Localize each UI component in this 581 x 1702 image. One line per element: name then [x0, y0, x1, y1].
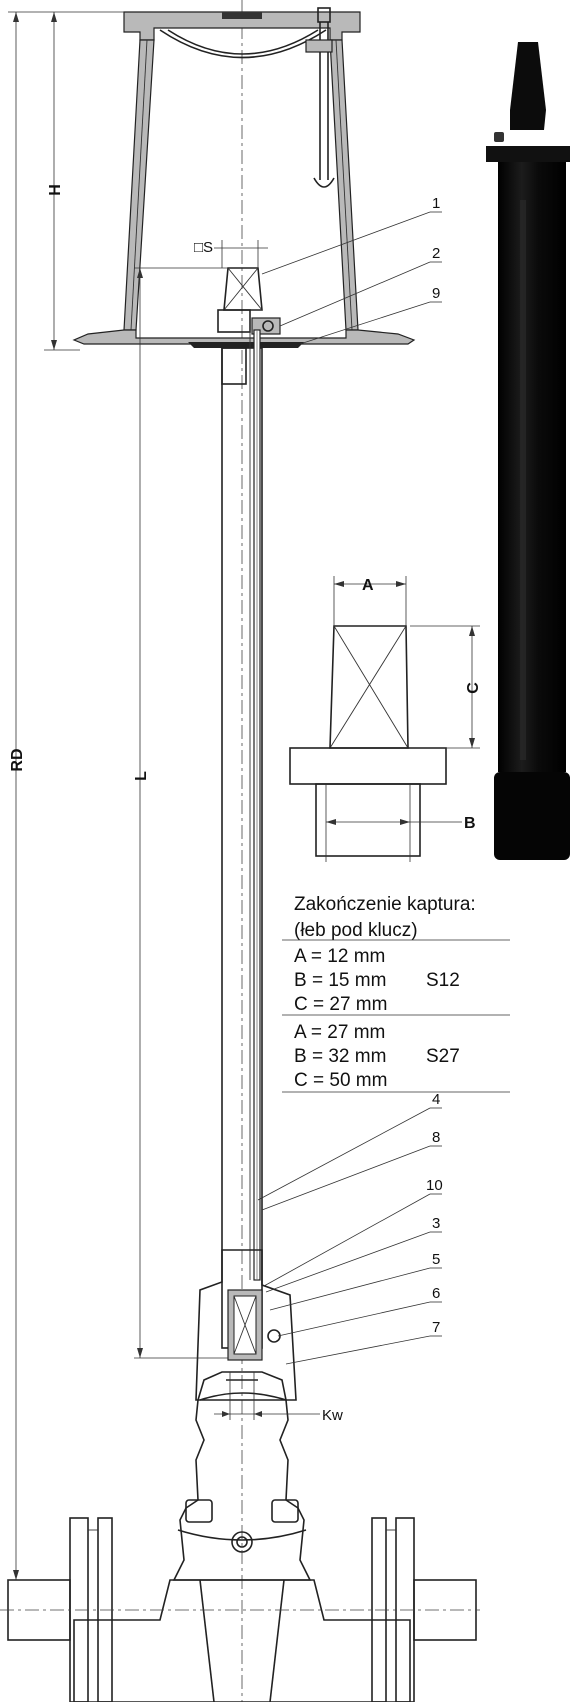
part-number-4: 4 — [432, 1091, 440, 1108]
spec-a-2: A = 27 mm — [294, 1022, 385, 1043]
dim-label-a: A — [362, 577, 374, 594]
part-number-7: 7 — [432, 1319, 440, 1336]
valve-coupling — [0, 1249, 480, 1702]
part-number-5: 5 — [432, 1251, 440, 1268]
spec-table: Zakończenie kaptura: (łeb pod klucz) A =… — [282, 894, 510, 1093]
dim-label-h: H — [47, 184, 64, 196]
dim-label-b: B — [464, 815, 476, 832]
product-photo — [486, 42, 570, 860]
dim-label-kw: Kw — [322, 1407, 343, 1424]
part-number-1: 1 — [432, 195, 440, 212]
extension-spindle — [188, 267, 304, 1349]
part-number-10: 10 — [426, 1177, 443, 1194]
spec-c-1: C = 27 mm — [294, 994, 387, 1015]
spec-title: Zakończenie kaptura: — [294, 894, 476, 915]
leader-lines — [257, 211, 442, 1365]
part-number-8: 8 — [432, 1129, 440, 1146]
dim-label-s: □S — [194, 239, 213, 256]
dim-label-l: L — [133, 771, 150, 781]
part-number-6: 6 — [432, 1285, 440, 1302]
dim-label-rd: RD — [9, 748, 26, 771]
part-number-9: 9 — [432, 285, 440, 302]
dim-label-c: C — [465, 682, 482, 694]
spec-code-1: S12 — [426, 970, 460, 991]
dimension-lines — [8, 11, 320, 1581]
key-head-detail — [289, 576, 480, 862]
spec-c-2: C = 50 mm — [294, 1070, 387, 1091]
spec-a-1: A = 12 mm — [294, 946, 385, 967]
spec-subtitle: (łeb pod klucz) — [294, 920, 418, 941]
spec-code-2: S27 — [426, 1046, 460, 1067]
part-number-3: 3 — [432, 1215, 440, 1232]
surface-box — [72, 7, 416, 345]
part-number-2: 2 — [432, 245, 440, 262]
spec-b-2: B = 32 mm — [294, 1046, 386, 1067]
spec-b-1: B = 15 mm — [294, 970, 386, 991]
